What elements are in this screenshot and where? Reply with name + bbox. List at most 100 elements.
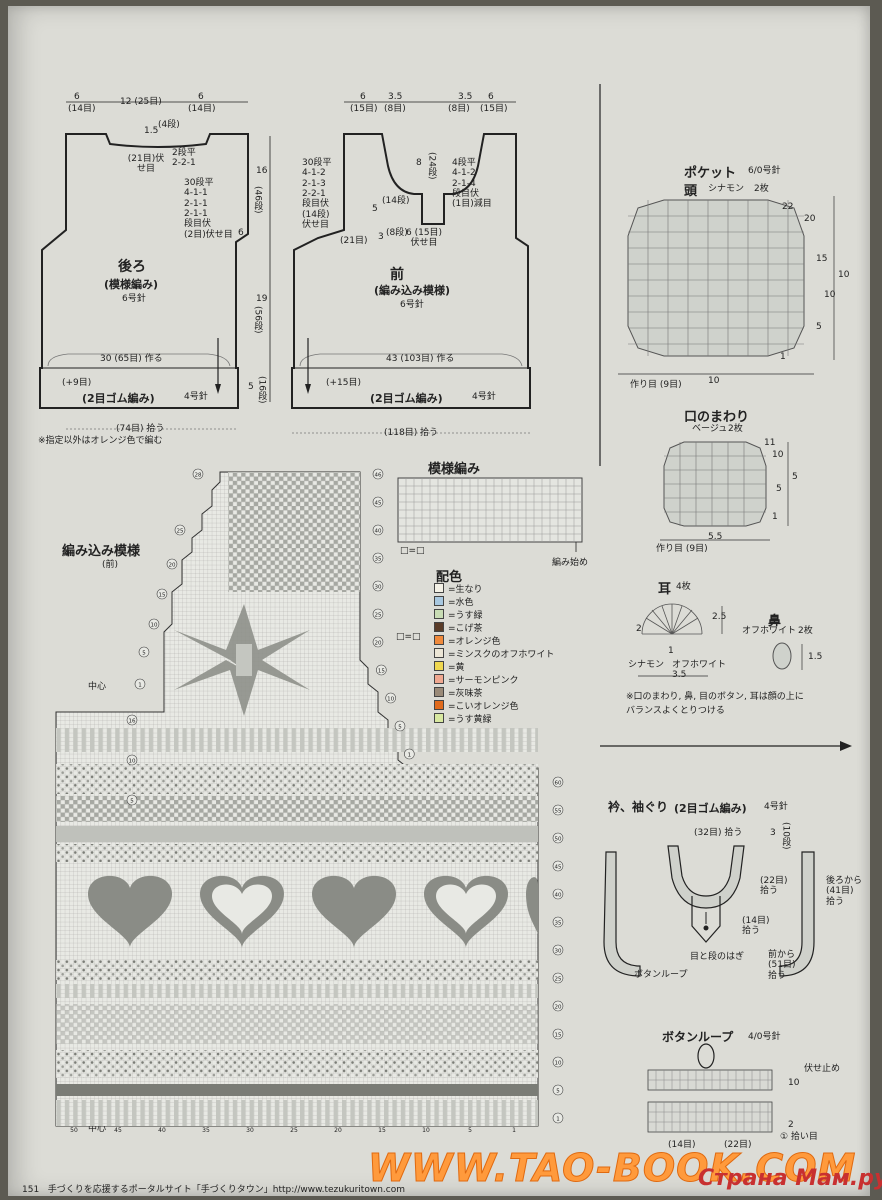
palette-label: =サーモンピンク bbox=[448, 676, 519, 686]
page-number: 151 bbox=[22, 1185, 40, 1195]
chart-right-mark: 40 bbox=[375, 529, 382, 535]
pattern-title: 模様編み bbox=[428, 462, 481, 477]
collar-right-armhole bbox=[779, 851, 815, 977]
back-side-marker: 6 bbox=[238, 228, 244, 238]
pocket-needle: 6/0号針 bbox=[748, 166, 781, 176]
chart-left-mark: 28 bbox=[195, 473, 202, 479]
chart-right-mark-circle bbox=[552, 944, 564, 956]
pattern-start: 編み始め bbox=[552, 558, 589, 568]
back-neck-note: (21目)伏せ目 bbox=[127, 154, 165, 175]
watermark-main: WWW.TAO-BOOK.COM bbox=[367, 1146, 857, 1191]
back-neck-dec: 2段平 2-2-1 bbox=[172, 148, 196, 169]
chart-right-mark-circle bbox=[552, 804, 564, 816]
ear-title: 耳 bbox=[658, 582, 672, 597]
chart-bottom-mark: 20 bbox=[334, 1127, 342, 1134]
chart-right-mark: 30 bbox=[375, 585, 382, 591]
chart-right-mark-circle bbox=[552, 1112, 564, 1124]
back-ribbing-inc: (+9目) bbox=[62, 378, 92, 388]
chart-right-mark: 35 bbox=[555, 921, 562, 927]
chart-right-mark-circle bbox=[552, 916, 564, 928]
palette-item: =サーモンピンク bbox=[434, 673, 519, 686]
loop-pick-left: (14目) bbox=[668, 1140, 696, 1150]
ear-width: 3.5 bbox=[672, 670, 687, 680]
palette-swatch bbox=[434, 609, 444, 619]
collar-rows: (10段) bbox=[780, 822, 791, 850]
palette-label: =うす黄緑 bbox=[448, 715, 492, 725]
ear-diagram bbox=[641, 603, 703, 635]
front-left-dec: 30段平 4-1-2 2-1-3 2-2-1 段目伏 (14段) 伏せ目 bbox=[302, 158, 332, 231]
front-right-5: 5 bbox=[248, 382, 254, 392]
pattern-stitch-chart bbox=[397, 477, 583, 552]
front-mid-5: 5 bbox=[372, 204, 378, 214]
back-cast-on: 30 (65目) 作る bbox=[100, 354, 163, 364]
front-ribbing-label: (2目ゴム編み) bbox=[370, 392, 443, 405]
chart-right-mark: 30 bbox=[555, 949, 562, 955]
palette-label: =オレンジ色 bbox=[448, 637, 501, 647]
chart-right-mark: 15 bbox=[378, 669, 385, 675]
chart-left-mark-circle bbox=[126, 794, 138, 806]
front-neck-rows: (24段) bbox=[426, 152, 437, 180]
chart-left-mark: 5 bbox=[130, 799, 134, 805]
chart-right-mark: 1 bbox=[408, 753, 412, 759]
chart-bottom-mark: 50 bbox=[70, 1127, 78, 1134]
garment-schematics bbox=[39, 84, 601, 466]
chart-right-mark-circle bbox=[394, 720, 406, 732]
mouth-mark-11: 11 bbox=[764, 438, 776, 448]
mouth-mark-10: 10 bbox=[772, 450, 784, 460]
page-footer: 151 手づくりを応援するポータルサイト「手づくりタウン」http://www.… bbox=[22, 1182, 405, 1195]
chart-right-mark-circle bbox=[552, 888, 564, 900]
pocket-head-outline bbox=[627, 199, 805, 357]
chart-right-mark: 45 bbox=[555, 865, 562, 871]
front-title: 前 bbox=[390, 267, 404, 283]
chart-right-mark: 20 bbox=[375, 641, 382, 647]
back-dim-left: 6 bbox=[74, 92, 80, 102]
mouth-color: ベージュ bbox=[692, 424, 728, 434]
pocket-width: 10 bbox=[708, 376, 720, 386]
front-outline bbox=[291, 133, 531, 409]
front-dim-4: 6 bbox=[488, 92, 494, 102]
palette-swatch bbox=[434, 661, 444, 671]
front-mid-8: (8段) bbox=[386, 228, 408, 238]
chart-right-mark-circle bbox=[376, 664, 387, 676]
front-right-16: 16 bbox=[256, 166, 268, 176]
mouth-mark-1: 1 bbox=[772, 512, 778, 522]
chart-title: 編み込み模様 bbox=[62, 544, 141, 559]
chart-right-mark: 25 bbox=[375, 613, 382, 619]
chart-bottom-mark: 1 bbox=[512, 1127, 516, 1134]
collar-needle: 4号針 bbox=[764, 802, 788, 812]
palette-item: =オレンジ色 bbox=[434, 634, 501, 647]
chart-right-mark-circle bbox=[552, 776, 564, 788]
chart-star-motif bbox=[174, 604, 310, 716]
collar-pickup-side: (22目) 拾う bbox=[760, 876, 788, 897]
back-outline bbox=[39, 133, 249, 409]
front-mid-14: (14段) bbox=[382, 196, 410, 206]
chart-right-mark-circle bbox=[552, 1000, 564, 1012]
ear-count: 4枚 bbox=[676, 582, 691, 592]
chart-left-mark-circle bbox=[166, 558, 178, 570]
back-needle: 6号針 bbox=[122, 294, 146, 304]
back-ribbing-needle: 4号針 bbox=[184, 392, 208, 402]
front-right-19: 19 bbox=[256, 294, 268, 304]
front-mid-3: 3 bbox=[378, 232, 384, 242]
chart-right-mark: 10 bbox=[555, 1061, 562, 1067]
front-subtitle: (編み込み模様) bbox=[374, 284, 451, 297]
collar-pickup-low: (14目) 拾う bbox=[742, 916, 770, 937]
pocket-chain: 作り目 (9目) bbox=[630, 380, 682, 390]
chart-bottom-mark: 5 bbox=[468, 1127, 472, 1134]
chart-bottom-mark: 35 bbox=[202, 1127, 210, 1134]
chart-right-mark-circle bbox=[372, 496, 384, 508]
pocket-head-label: 頭 bbox=[684, 184, 698, 199]
chart-left-mark-circle bbox=[192, 468, 204, 480]
chart-left-mark-circle bbox=[148, 618, 160, 630]
collar-neckband bbox=[667, 845, 745, 909]
ear-color-1: シナモン bbox=[628, 660, 665, 670]
palette-swatch bbox=[434, 622, 444, 632]
pocket-mark-20: 20 bbox=[804, 214, 816, 224]
mouth-mark-5: 5 bbox=[776, 484, 782, 494]
front-dim-2: 3.5 bbox=[388, 92, 403, 102]
chart-left-mark: 20 bbox=[169, 563, 176, 569]
chart-right-mark: 46 bbox=[375, 473, 382, 479]
chart-right-mark-circle bbox=[552, 1056, 564, 1068]
chart-right-mark: 35 bbox=[375, 557, 382, 563]
